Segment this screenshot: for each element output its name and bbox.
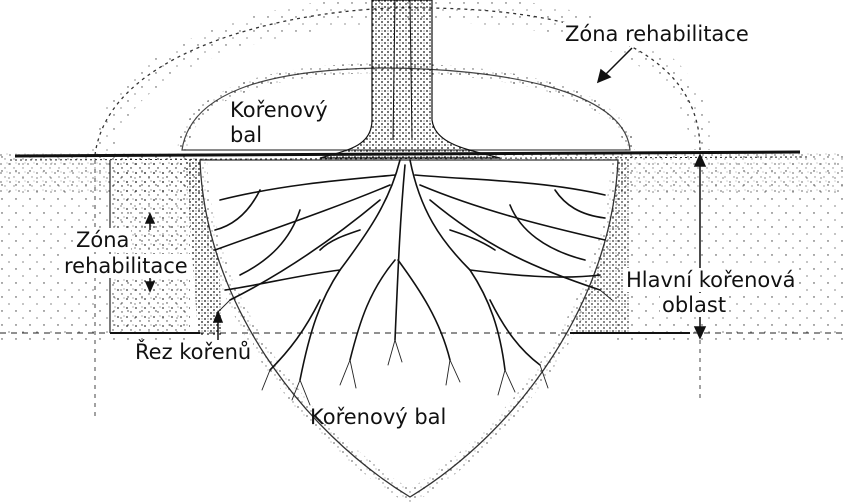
- label-zone-left-2: rehabilitace: [62, 254, 190, 278]
- rootball-lower: [200, 160, 618, 497]
- label-rootball-bottom: Kořenový bal: [310, 405, 446, 429]
- label-zone-left-1: Zóna: [74, 228, 131, 252]
- label-rootball-top-1: Kořenový: [230, 98, 328, 122]
- label-rootball-top-2: bal: [230, 123, 262, 147]
- label-main-root-area-1: Hlavní kořenová: [624, 268, 798, 292]
- label-main-root-area-2: oblast: [660, 293, 728, 317]
- label-zone-top: Zóna rehabilitace: [563, 22, 751, 46]
- label-root-cut: Řez kořenů: [133, 340, 253, 364]
